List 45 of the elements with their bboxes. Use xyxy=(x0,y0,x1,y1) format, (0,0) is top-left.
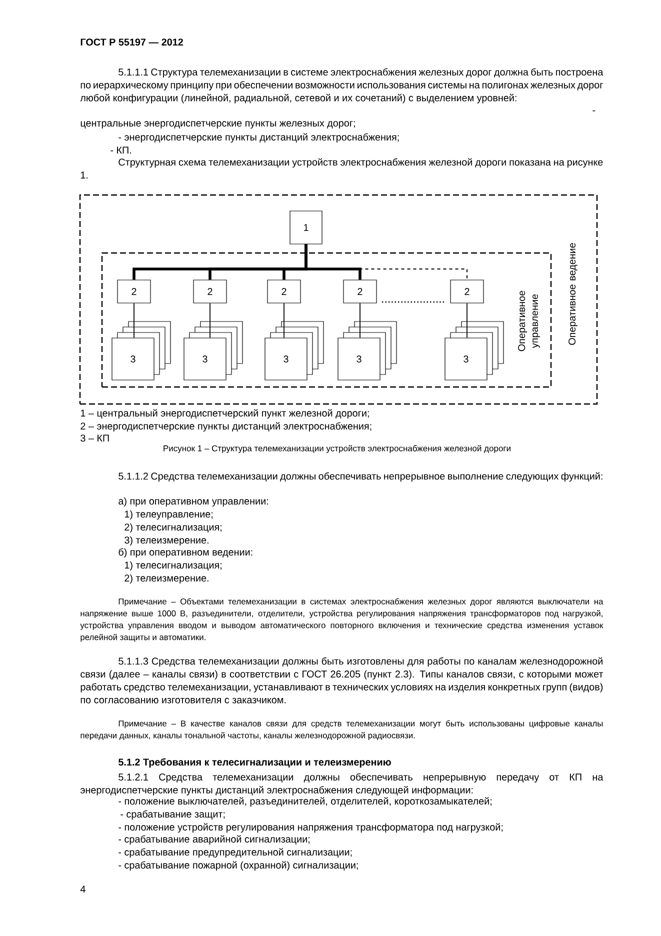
figure-caption: Рисунок 1 – Структура телемеханизации устройств электроснабжения железной дороги xyxy=(164,444,510,454)
running-header: ГОСТ Р 55197 — 2012 xyxy=(80,38,183,46)
paragraph: 5.1.1.2 Средства телемеханизации должны обеспечивать непрерывное выполнение следующих функций: xyxy=(118,472,602,482)
paragraph: 5.1.1.1 Структура телемеханизации в системе электроснабжения железных дорог должна быть построена по иерархическому принципу при обеспечении возможности использования системы на полигонах железных дорог любой конфигурации (линейной, радиальной, сетевой и их сочетаний) с выделением уровней: xyxy=(80,68,604,104)
text-line: - срабатывание защит; xyxy=(120,810,225,820)
text-line: 2) телеизмерение. xyxy=(124,574,208,584)
numbered-box: 2 xyxy=(117,280,151,304)
stacked-boxes: 3 xyxy=(184,321,243,380)
numbered-box: 2 xyxy=(450,280,484,304)
stacked-boxes: 3 xyxy=(444,321,504,380)
text-line: - xyxy=(592,110,596,112)
text-line: 4 xyxy=(80,886,86,892)
paragraph: 5.1.2.1 Средства телемеханизации должны обеспечивать непрерывную передачу от КП на энергодиспетчерские пункты дистанций электроснабжения следующей информации: xyxy=(80,773,604,796)
text-line: 2 – энергодиспетчерские пункты дистанций электроснабжения; xyxy=(80,422,372,432)
connector-line xyxy=(306,244,468,280)
text-line: 3 – КП xyxy=(80,434,109,442)
text-line: а) при оперативном управлении: xyxy=(118,497,268,507)
text-line: 1 – центральный энергодиспетчерский пункт железной дороги; xyxy=(80,409,369,419)
stacked-boxes: 3 xyxy=(338,321,397,380)
paragraph: Структурная схема телемеханизации устройств электроснабжения железной дороги показана на рисунке 1. xyxy=(80,158,603,178)
text-line: - энергодиспетчерские пункты дистанций электроснабжения; xyxy=(118,133,399,143)
connector-line xyxy=(466,302,468,338)
section-heading: 5.1.2 Требования к телесигнализации и телеизмерению xyxy=(118,758,391,768)
note-paragraph: Примечание – В качестве каналов связи для средств телемеханизации могут быть использованы цифровые каналы передачи данных, каналы тональной частоты, каналы железнодорожной радиосвязи. xyxy=(80,720,603,740)
numbered-box: 2 xyxy=(267,280,301,304)
text-line: б) при оперативном ведении: xyxy=(118,548,252,558)
text-line: 3) телеизмерение. xyxy=(124,536,208,546)
text-line: - срабатывание аварийной сигнализации; xyxy=(118,835,310,845)
numbered-box: 2 xyxy=(343,280,377,304)
text-line: центральные энергодиспетчерские пункты железных дорог; xyxy=(80,121,355,129)
connector-line xyxy=(304,244,362,280)
text-line: - положение выключателей, разъединителей, отделителей, короткозамыкателей; xyxy=(118,797,492,807)
text-line: - положение устройств регулирования напряжения трансформатора под нагрузкой; xyxy=(118,823,503,833)
text-line: 1) телесигнализация; xyxy=(124,561,222,571)
text-line: 2) телесигнализация; xyxy=(124,523,222,533)
note-paragraph: Примечание – Объектами телемеханизации в системах электроснабжения железных дорог являются выключатели на напряжение выше 1000 В, разъединители, отделители, устройства регулирования напряжения трансформаторов под нагрузкой, устройства управления вводом и выводом автоматического повторного включения и технические средства изменения уставок релейной защиты и автоматики. xyxy=(80,598,604,642)
paragraph: 5.1.1.3 Средства телемеханизации должны быть изготовлены для работы по каналам железнодорожной связи (далее – каналы связи) в соответствии с ГОСТ 26.205 (пункт 2.3). Типы каналов связи, с которыми может работать средство телемеханизации, устанавливают в технических условиях на изделия конкретных групп (видов) по согласованию изготовителя с заказчиком. xyxy=(80,657,604,704)
text-line: - срабатывание пожарной (охранной) сигнализации; xyxy=(118,861,358,871)
stacked-boxes: 3 xyxy=(264,321,324,380)
stacked-boxes: 3 xyxy=(112,321,171,380)
text-line: 1) телеуправление; xyxy=(124,510,213,520)
text-line: - срабатывание предупредительной сигнализации; xyxy=(118,848,352,858)
numbered-box: 1 xyxy=(290,210,322,244)
numbered-box: 2 xyxy=(193,280,227,304)
text-line: - КП. xyxy=(110,146,131,154)
